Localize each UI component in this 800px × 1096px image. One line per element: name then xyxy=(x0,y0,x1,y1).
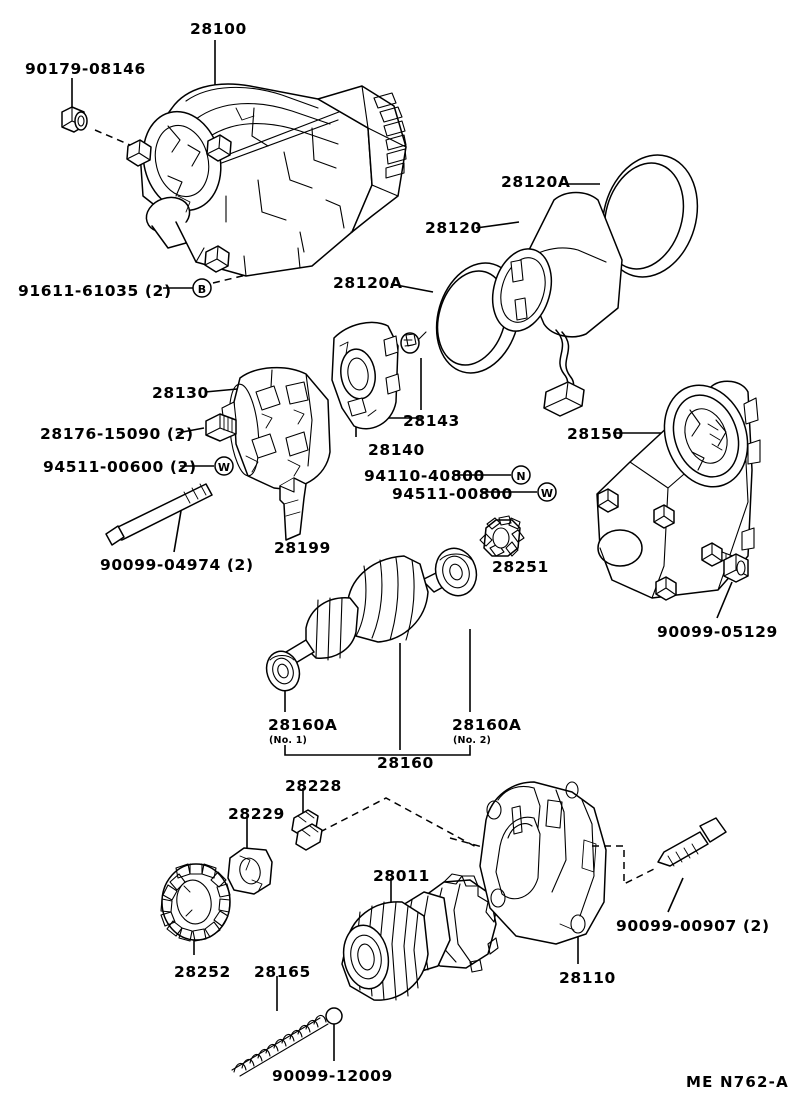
part-28160-armature xyxy=(265,515,525,692)
bearing-28160a-no1 xyxy=(265,650,301,692)
label-bearing-28160a-no2-note: (No. 2) xyxy=(453,735,492,746)
screw-28143-icon xyxy=(400,331,427,354)
label-terminal-28199: 28199 xyxy=(274,539,331,557)
brush-28176-15090-icon xyxy=(205,413,237,442)
label-washer-94511-00600: 94511-00600 (2) xyxy=(43,458,197,476)
part-28199-terminal xyxy=(279,477,307,541)
label-bearing-28160a-no1: 28160A xyxy=(268,716,338,734)
nut-90179-08146-icon xyxy=(61,106,88,133)
part-28011-clutch-assembly xyxy=(341,873,499,1001)
label-end-frame-28140: 28140 xyxy=(368,441,425,459)
label-clutch-assembly-28011: 28011 xyxy=(373,867,430,885)
label-pinion-gear-28251: 28251 xyxy=(492,558,549,576)
label-spring-28165: 28165 xyxy=(254,963,311,981)
svg-text:N: N xyxy=(516,470,525,483)
part-28165-spring xyxy=(231,1014,329,1077)
part-28229-stop-collar xyxy=(227,847,273,895)
part-28100-starter-assembly xyxy=(61,83,407,284)
housing-bolt-3 xyxy=(653,504,675,529)
bolt-head-bottom xyxy=(204,245,230,273)
label-idler-gear-28252: 28252 xyxy=(174,963,231,981)
label-screw-28143: 28143 xyxy=(403,412,460,430)
label-nut-94110-40800: 94110-40800 xyxy=(364,467,485,485)
label-clip-28228: 28228 xyxy=(285,777,342,795)
label-o-ring-28120a-lower: 28120A xyxy=(333,274,403,292)
label-brush-holder-28130: 28130 xyxy=(152,384,209,402)
svg-text:W: W xyxy=(218,461,230,474)
label-bearing-28160a-no2: 28160A xyxy=(452,716,522,734)
part-90099-12009-ball xyxy=(325,1007,343,1025)
label-nut-90099-05129: 90099-05129 xyxy=(657,623,778,641)
svg-text:W: W xyxy=(541,487,553,500)
part-28228-clip xyxy=(291,809,323,851)
fastener-markers: B W N W xyxy=(192,278,557,502)
bearing-28160a-no2 xyxy=(434,547,478,597)
housing-bolt-1 xyxy=(597,488,619,513)
label-o-ring-28120a-upper: 28120A xyxy=(501,173,571,191)
part-28252-idler-gear xyxy=(160,863,231,942)
label-stop-collar-28229: 28229 xyxy=(228,805,285,823)
svg-text:B: B xyxy=(198,283,206,296)
small-parts-group xyxy=(227,797,479,895)
label-bearing-28160a-no1-note: (No. 1) xyxy=(269,735,308,746)
label-field-coil-28120: 28120 xyxy=(425,219,482,237)
label-brush-28176-15090: 28176-15090 (2) xyxy=(40,425,194,443)
label-drive-housing-28150: 28150 xyxy=(567,425,624,443)
label-ball-90099-12009: 90099-12009 xyxy=(272,1067,393,1085)
housing-bolt-2 xyxy=(655,576,677,601)
label-bolt-90099-04974: 90099-04974 (2) xyxy=(100,556,254,574)
label-nut-90179-08146: 90179-08146 xyxy=(25,60,146,78)
part-28120-field-frame xyxy=(435,154,699,417)
label-washer-94511-00800: 94511-00800 xyxy=(392,485,513,503)
label-starter-assembly-28100: 28100 xyxy=(190,20,247,38)
nut-90099-05129-icon xyxy=(723,553,749,583)
bolt-head-left xyxy=(126,139,152,167)
bolt-head-center xyxy=(206,134,232,162)
part-28150-drive-housing xyxy=(596,380,761,601)
part-90099-04974-through-bolt xyxy=(105,483,213,546)
label-bolt-90099-00907: 90099-00907 (2) xyxy=(616,917,770,935)
part-28251-pinion-gear xyxy=(479,515,525,557)
o-ring-upper xyxy=(601,154,699,278)
sheet-code: ME N762-A xyxy=(686,1073,789,1091)
bolt-90099-00907-icon xyxy=(657,817,727,867)
part-28140-end-frame xyxy=(331,321,427,430)
label-armature-28160: 28160 xyxy=(377,754,434,772)
label-front-housing-28110: 28110 xyxy=(559,969,616,987)
part-28130-brush-holder xyxy=(205,366,331,490)
part-28110-front-housing xyxy=(449,781,727,945)
label-bolt-91611-61035: 91611-61035 (2) xyxy=(18,282,172,300)
